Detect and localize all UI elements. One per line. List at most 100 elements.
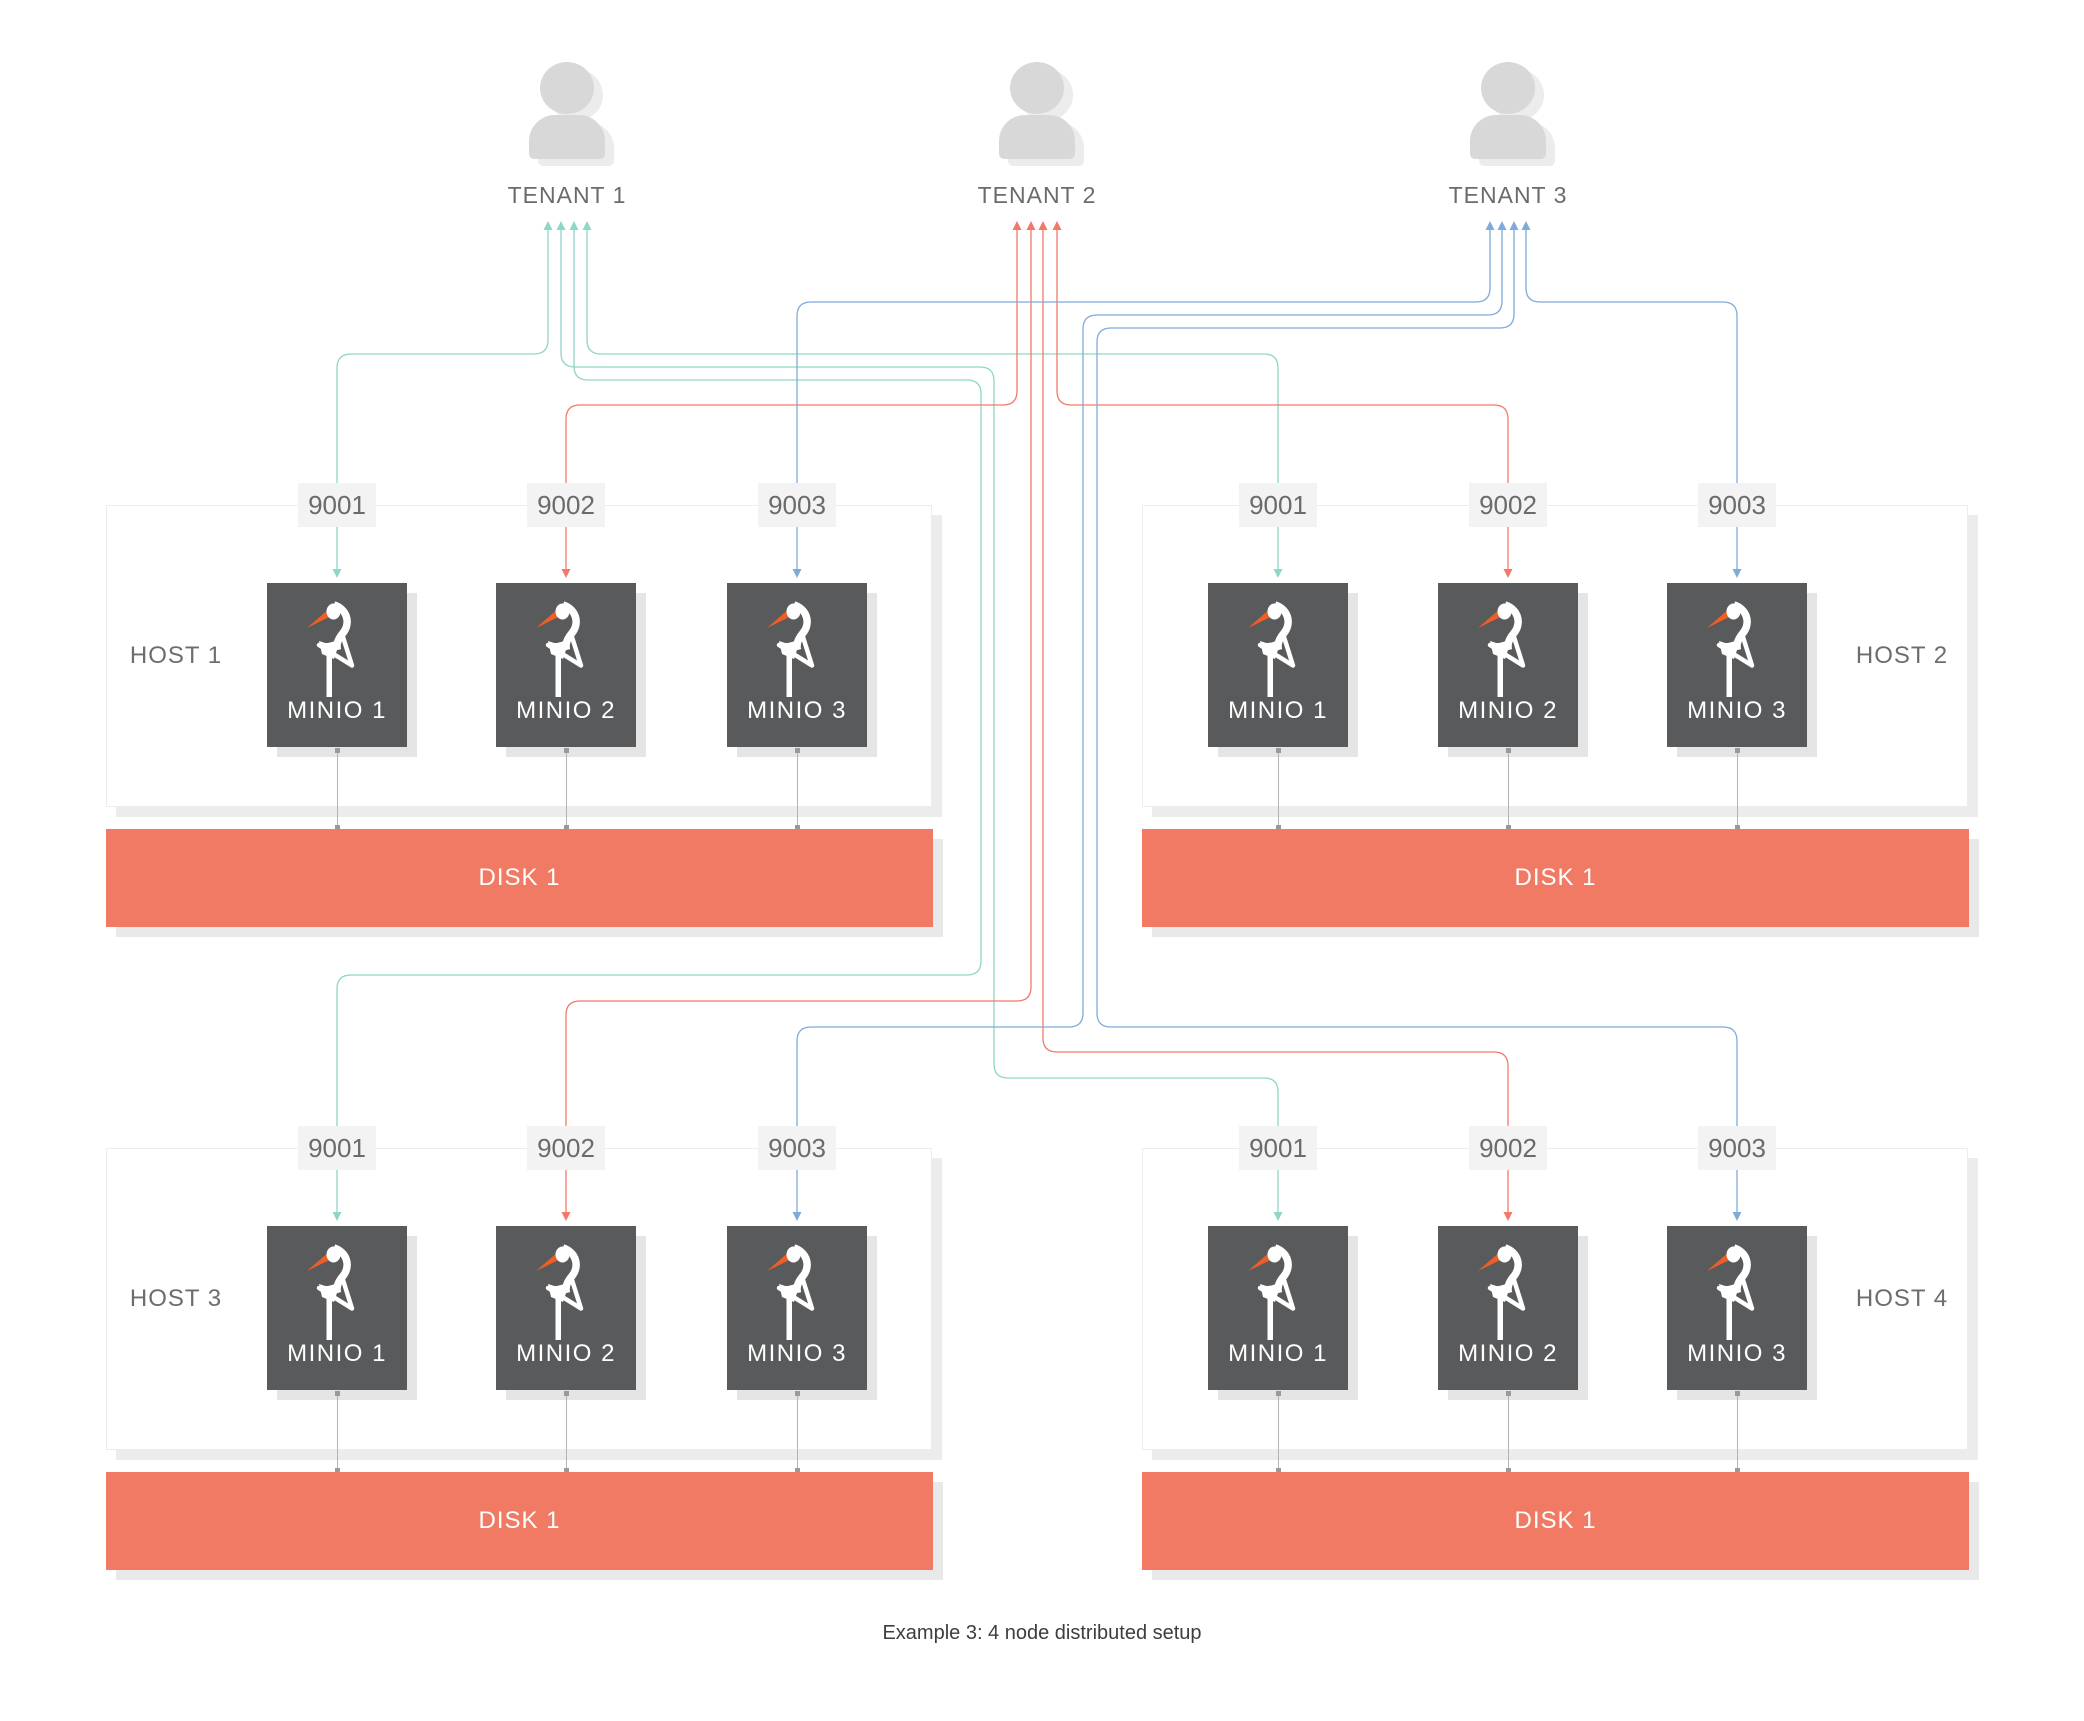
host-4-minio-node-1: MINIO 1 (1208, 1226, 1348, 1390)
person-shoulders (1470, 115, 1546, 159)
host-4-disk: DISK 1 (1142, 1472, 1969, 1570)
host-3-port-9002: 9002 (527, 1126, 605, 1170)
host-4-port-9002: 9002 (1469, 1126, 1547, 1170)
host-4-minio-label-2: MINIO 2 (1458, 1340, 1558, 1367)
host-4-minio-node-2: MINIO 2 (1438, 1226, 1578, 1390)
minio-bird-icon (767, 1244, 815, 1340)
connector-dot (1276, 1391, 1281, 1396)
arrowhead (1012, 221, 1022, 230)
host-1-port-9002: 9002 (527, 483, 605, 527)
connector-dot (335, 748, 340, 753)
arrowhead (1038, 221, 1048, 230)
host-3-minio-label-3: MINIO 3 (747, 1340, 847, 1367)
arrowhead (556, 221, 566, 230)
tenant-3-label: TENANT 3 (1448, 182, 1568, 208)
wire-tenant-1-host-1-9001 (336, 230, 549, 483)
host-3-port-9003: 9003 (758, 1126, 836, 1170)
host-3-minio-label-1: MINIO 1 (287, 1340, 387, 1367)
host-4-minio-node-3: MINIO 3 (1667, 1226, 1807, 1390)
node-disk-connector (1508, 1391, 1509, 1470)
node-disk-connector (337, 748, 338, 827)
person-icon (492, 48, 642, 198)
host-3-disk: DISK 1 (106, 1472, 933, 1570)
minio-bird-icon (1707, 601, 1755, 697)
minio-bird-icon (767, 601, 815, 697)
person-head (1481, 62, 1535, 114)
person-head (540, 62, 594, 114)
host-2-port-9001: 9001 (1239, 483, 1317, 527)
arrowhead (582, 221, 592, 230)
connector-dot (335, 1391, 340, 1396)
wire-tenant-2-host-2-9002 (1056, 230, 1509, 483)
node-disk-connector (1737, 748, 1738, 827)
host-2-minio-node-2: MINIO 2 (1438, 583, 1578, 747)
node-disk-connector (566, 1391, 567, 1470)
host-4-minio-label-1: MINIO 1 (1228, 1340, 1328, 1367)
node-disk-connector (797, 748, 798, 827)
connector-dot (1506, 1391, 1511, 1396)
host-1-disk: DISK 1 (106, 829, 933, 927)
node-disk-connector (1278, 748, 1279, 827)
wire-tenant-2-host-1-9002 (565, 230, 1018, 483)
connector-dot (564, 748, 569, 753)
minio-bird-icon (1707, 1244, 1755, 1340)
minio-bird-icon (1248, 1244, 1296, 1340)
node-disk-connector (337, 1391, 338, 1470)
connector-dot (1506, 748, 1511, 753)
arrowhead (1485, 221, 1495, 230)
node-disk-connector (566, 748, 567, 827)
host-4-disk-label: DISK 1 (1514, 1507, 1597, 1534)
host-2-port-9002: 9002 (1469, 483, 1547, 527)
arrowhead (1509, 221, 1519, 230)
host-3-minio-node-2: MINIO 2 (496, 1226, 636, 1390)
person-shoulders (999, 115, 1075, 159)
host-2-minio-node-3: MINIO 3 (1667, 583, 1807, 747)
arrowhead (1026, 221, 1036, 230)
connector-dot (564, 1468, 569, 1473)
connector-dot (1276, 748, 1281, 753)
host-1-minio-label-2: MINIO 2 (516, 697, 616, 724)
wire-tenant-3-host-1-9003 (796, 230, 1491, 483)
host-3-minio-label-2: MINIO 2 (516, 1340, 616, 1367)
host-1-label: HOST 1 (129, 642, 223, 669)
arrowhead (1521, 221, 1531, 230)
person-shoulders (529, 115, 605, 159)
host-2-disk: DISK 1 (1142, 829, 1969, 927)
wire-tenant-3-host-2-9003 (1525, 230, 1738, 483)
node-disk-connector (1508, 748, 1509, 827)
host-1-minio-label-3: MINIO 3 (747, 697, 847, 724)
arrowhead (1497, 221, 1507, 230)
host-2-minio-node-1: MINIO 1 (1208, 583, 1348, 747)
minio-bird-icon (307, 1244, 355, 1340)
host-4-port-9003: 9003 (1698, 1126, 1776, 1170)
connector-dot (1735, 748, 1740, 753)
host-1-port-9003: 9003 (758, 483, 836, 527)
connector-dot (795, 748, 800, 753)
tenant-1-label: TENANT 1 (507, 182, 627, 208)
host-2-disk-label: DISK 1 (1514, 864, 1597, 891)
connector-dot (795, 1391, 800, 1396)
person-icon (1433, 48, 1583, 198)
connector-dot (1276, 1468, 1281, 1473)
host-4-label: HOST 4 (1855, 1285, 1949, 1312)
connector-dot (795, 1468, 800, 1473)
host-1-minio-node-1: MINIO 1 (267, 583, 407, 747)
minio-bird-icon (1478, 1244, 1526, 1340)
host-4-minio-label-3: MINIO 3 (1687, 1340, 1787, 1367)
minio-bird-icon (1478, 601, 1526, 697)
node-disk-connector (1737, 1391, 1738, 1470)
host-1-minio-label-1: MINIO 1 (287, 697, 387, 724)
minio-bird-icon (1248, 601, 1296, 697)
host-3-label: HOST 3 (129, 1285, 223, 1312)
host-2-minio-label-3: MINIO 3 (1687, 697, 1787, 724)
host-3-minio-node-1: MINIO 1 (267, 1226, 407, 1390)
person-head (1010, 62, 1064, 114)
connector-dot (1735, 1391, 1740, 1396)
tenant-2-label: TENANT 2 (977, 182, 1097, 208)
connector-dot (1735, 1468, 1740, 1473)
host-2-minio-label-1: MINIO 1 (1228, 697, 1328, 724)
host-1-minio-node-2: MINIO 2 (496, 583, 636, 747)
host-2-minio-label-2: MINIO 2 (1458, 697, 1558, 724)
connector-dot (564, 1391, 569, 1396)
